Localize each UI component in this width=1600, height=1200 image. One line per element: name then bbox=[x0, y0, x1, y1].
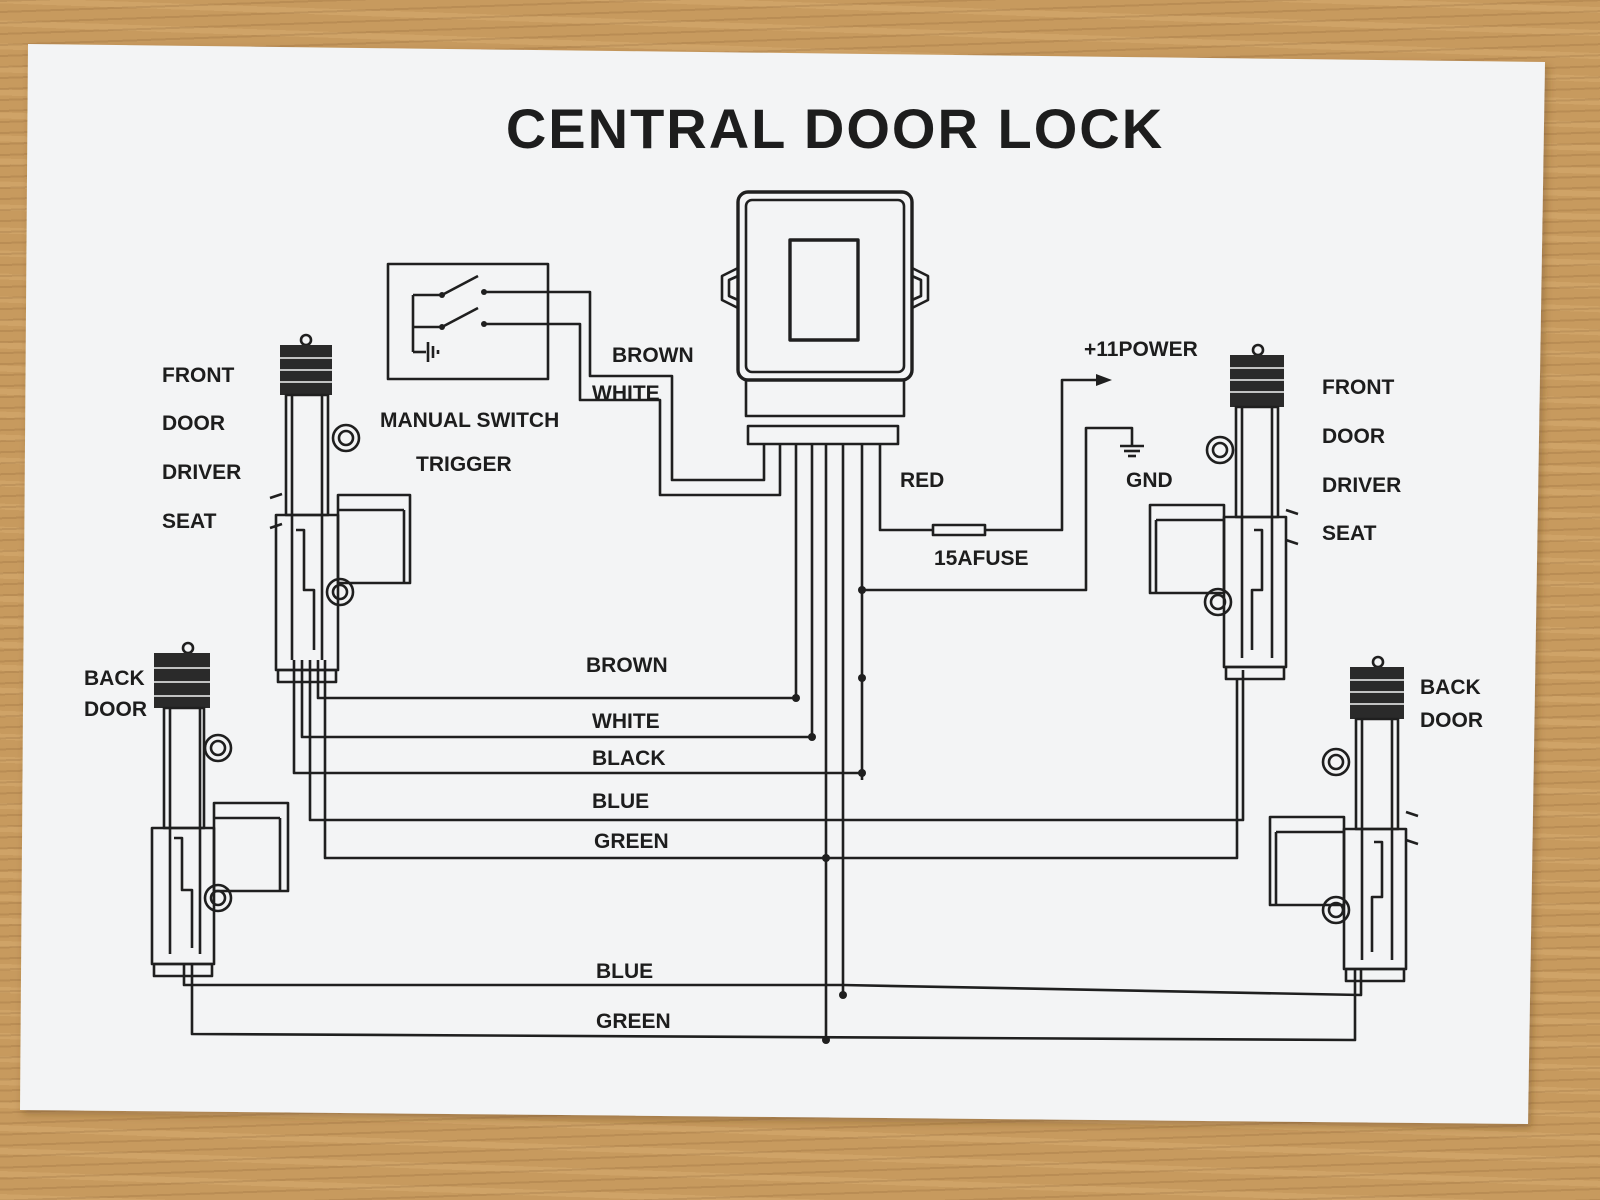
svg-text:SEAT: SEAT bbox=[162, 510, 217, 533]
control-module bbox=[720, 190, 930, 446]
front-right-label: FRONT DOOR DRIVER SEAT bbox=[1322, 376, 1401, 545]
back-green-wire-label: GREEN bbox=[596, 1010, 671, 1033]
front-green-wire-label: GREEN bbox=[594, 830, 669, 853]
back-right-actuator bbox=[1268, 655, 1419, 983]
power-label: +11POWER bbox=[1084, 338, 1198, 361]
back-right-label: BACK DOOR bbox=[1420, 676, 1483, 732]
svg-text:BACK: BACK bbox=[1420, 676, 1481, 699]
svg-text:BACK: BACK bbox=[84, 667, 145, 690]
front-white-wire-label: WHITE bbox=[592, 710, 660, 733]
manual-switch bbox=[386, 262, 550, 381]
front-right-actuator bbox=[1148, 343, 1299, 681]
front-brown-wire-label: BROWN bbox=[586, 654, 668, 677]
front-blue-wire-label: BLUE bbox=[592, 790, 649, 813]
back-left-label: BACK DOOR bbox=[84, 667, 147, 721]
front-black-wire-label: BLACK bbox=[592, 747, 666, 770]
front-left-actuator bbox=[269, 333, 412, 684]
front-left-label: FRONT DOOR DRIVER SEAT bbox=[162, 364, 241, 533]
gnd-label: GND bbox=[1126, 469, 1173, 492]
back-left-actuator bbox=[150, 641, 290, 978]
svg-text:DOOR: DOOR bbox=[1420, 709, 1483, 732]
red-wire-label: RED bbox=[900, 469, 944, 492]
svg-text:SEAT: SEAT bbox=[1322, 522, 1377, 545]
fuse-label: 15AFUSE bbox=[934, 547, 1029, 570]
svg-text:DOOR: DOOR bbox=[1322, 425, 1385, 448]
svg-text:DOOR: DOOR bbox=[162, 412, 225, 435]
switch-white-wire-label: WHITE bbox=[592, 382, 660, 405]
svg-text:DRIVER: DRIVER bbox=[1322, 474, 1401, 497]
manual-switch-label: MANUAL SWITCH bbox=[380, 409, 559, 432]
trigger-label: TRIGGER bbox=[416, 453, 512, 476]
switch-brown-wire-label: BROWN bbox=[612, 344, 694, 367]
diagram-title: CENTRAL DOOR LOCK bbox=[506, 97, 1164, 160]
wires bbox=[182, 290, 1363, 1044]
svg-text:FRONT: FRONT bbox=[1322, 376, 1394, 399]
svg-text:DRIVER: DRIVER bbox=[162, 461, 241, 484]
paper-sheet bbox=[20, 44, 1545, 1124]
svg-text:DOOR: DOOR bbox=[84, 698, 147, 721]
back-blue-wire-label: BLUE bbox=[596, 960, 653, 983]
svg-text:FRONT: FRONT bbox=[162, 364, 234, 387]
